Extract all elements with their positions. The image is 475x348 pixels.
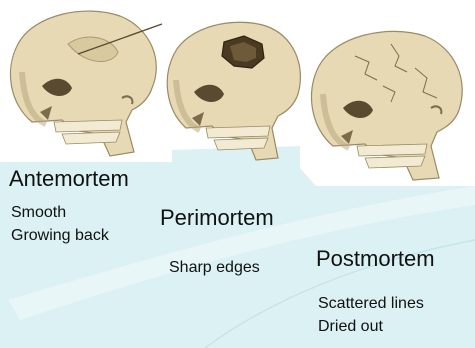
postmortem-title: Postmortem xyxy=(316,246,435,272)
postmortem-feature-1: Scattered lines xyxy=(318,293,424,314)
perimortem-feature-1: Sharp edges xyxy=(169,257,260,278)
antemortem-feature-2: Growing back xyxy=(11,225,109,246)
skull-with-sharp-hole-icon xyxy=(160,14,308,164)
postmortem-feature-2: Dried out xyxy=(318,316,383,337)
perimortem-title: Perimortem xyxy=(160,205,274,231)
skull-with-healed-fracture-icon xyxy=(2,2,168,160)
antemortem-title: Antemortem xyxy=(9,166,129,192)
skull-with-scattered-cracks-icon xyxy=(303,22,471,184)
antemortem-feature-1: Smooth xyxy=(11,202,66,223)
